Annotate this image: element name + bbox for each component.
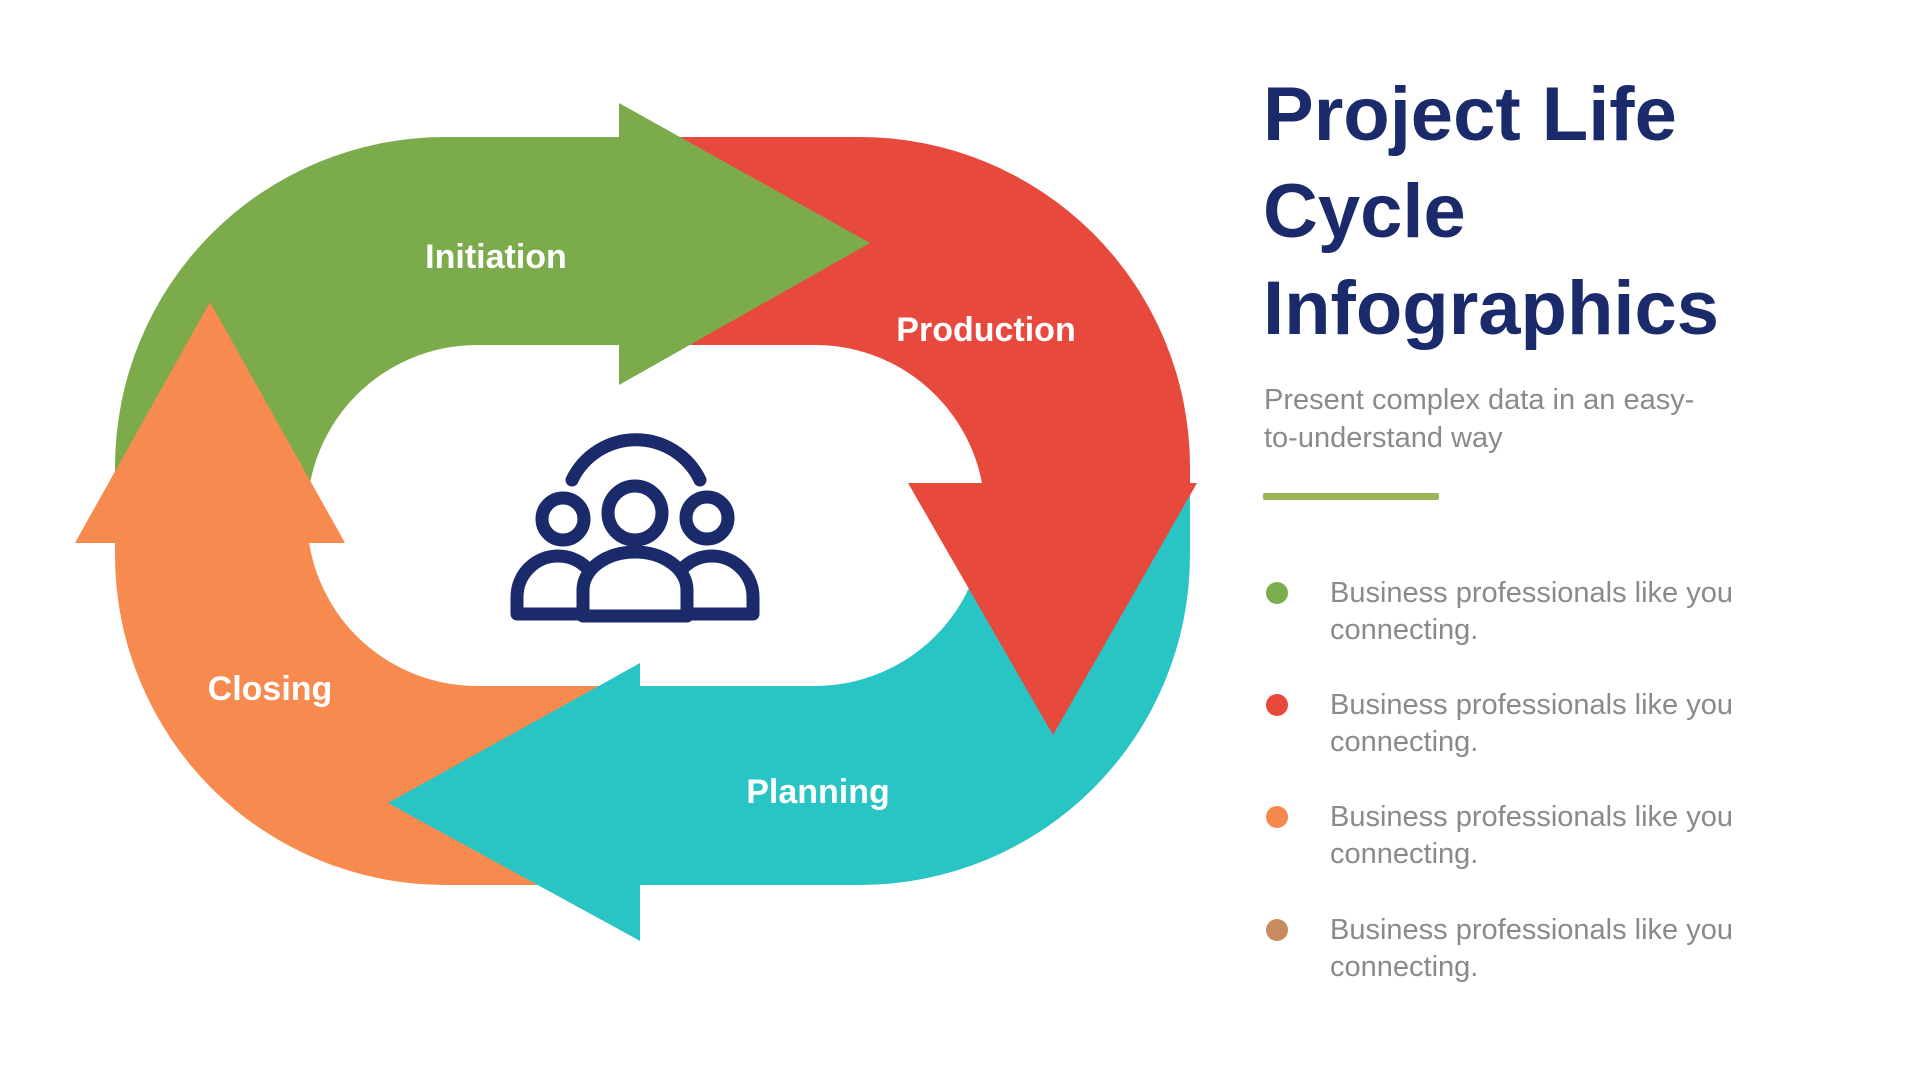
- people-arc: [565, 433, 707, 487]
- page-title-line-1: Project Life: [1263, 72, 1677, 157]
- page-subtitle-line-1: Present complex data in an easy-: [1264, 384, 1695, 416]
- initiation-arrow: [115, 103, 870, 540]
- divider-line: [1263, 493, 1439, 500]
- bullet-dot-4: [1266, 919, 1288, 941]
- planning-label: Planning: [746, 773, 890, 811]
- person-center-head: [601, 479, 669, 547]
- bullet-text-1: Business professionals like you connecti…: [1330, 577, 1733, 646]
- closing-arrow-head: [75, 302, 345, 543]
- bullet-dot-2: [1266, 694, 1288, 716]
- divider-rect: [1263, 493, 1439, 500]
- bullet-dot-1: [1266, 582, 1288, 604]
- bullet-dot-3: [1266, 806, 1288, 828]
- page-title-line-2: Cycle: [1263, 169, 1466, 254]
- person-right-head: [679, 490, 735, 546]
- bullet-dot-circle: [1266, 806, 1288, 828]
- project-life-cycle-diagram: Initiation Production Planning Closing: [75, 103, 1197, 941]
- bullet-item-2: Business professionals like you connecti…: [1266, 687, 1800, 761]
- closing-label: Closing: [208, 670, 333, 708]
- bullet-text-3: Business professionals like you connecti…: [1330, 801, 1733, 870]
- person-left-head: [535, 491, 591, 547]
- page-subtitle-line-2: to-understand way: [1264, 422, 1503, 454]
- initiation-label: Initiation: [425, 238, 567, 276]
- production-label: Production: [896, 311, 1075, 349]
- bullet-dot-circle: [1266, 582, 1288, 604]
- bullet-text-2: Business professionals like you connecti…: [1330, 689, 1733, 758]
- page-title: Project Life Cycle Infographics: [1263, 66, 1719, 357]
- person-center-body: [576, 545, 694, 623]
- bullet-dot-circle: [1266, 919, 1288, 941]
- bullet-item-3: Business professionals like you connecti…: [1266, 799, 1800, 873]
- bullet-dot-circle: [1266, 694, 1288, 716]
- page-subtitle: Present complex data in an easy- to-unde…: [1264, 381, 1694, 457]
- bullet-item-4: Business professionals like you connecti…: [1266, 912, 1800, 986]
- bullet-text-4: Business professionals like you connecti…: [1330, 914, 1733, 983]
- page-title-line-3: Infographics: [1263, 266, 1720, 351]
- bullet-item-1: Business professionals like you connecti…: [1266, 575, 1800, 649]
- people-group-icon: [510, 433, 760, 623]
